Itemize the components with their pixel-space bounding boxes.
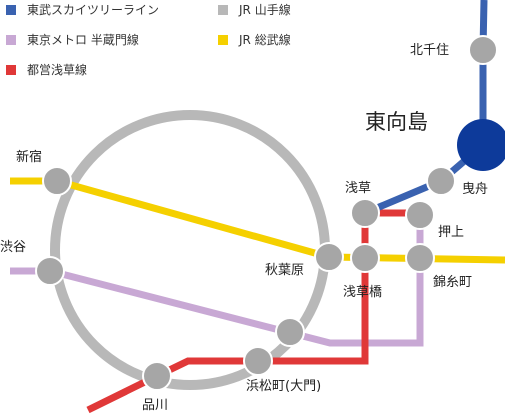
label-shinjuku: 新宿 bbox=[16, 150, 43, 165]
station-higashimukojima[interactable] bbox=[457, 119, 505, 171]
label-higashimukojima: 東向島 bbox=[365, 110, 428, 134]
station-shinagawa[interactable] bbox=[142, 361, 172, 391]
legend-swatch-tobu bbox=[6, 4, 16, 15]
label-asakusabashi: 浅草橋 bbox=[343, 285, 383, 300]
label-shinagawa: 品川 bbox=[142, 398, 169, 413]
legend-yamanote: JR 山手線 bbox=[218, 1, 291, 18]
legend-label-asakusa: 都営浅草線 bbox=[27, 63, 88, 77]
station-shibuya[interactable] bbox=[35, 256, 65, 286]
legend-swatch-sobu bbox=[218, 34, 228, 45]
label-oshiage: 押上 bbox=[438, 225, 465, 240]
station-hanzomon-loop[interactable] bbox=[275, 317, 305, 347]
legend-hanzomon: 東京メトロ 半蔵門線 bbox=[6, 31, 139, 48]
label-asakusa: 浅草 bbox=[345, 181, 372, 196]
legend-swatch-hanzomon bbox=[6, 34, 16, 45]
legend-asakusa: 都営浅草線 bbox=[6, 61, 87, 78]
legend-label-tobu: 東武スカイツリーライン bbox=[27, 3, 160, 17]
legend-label-hanzomon: 東京メトロ 半蔵門線 bbox=[27, 33, 139, 47]
label-shibuya: 渋谷 bbox=[0, 240, 27, 255]
station-oshiage[interactable] bbox=[405, 200, 435, 230]
station-hikifune[interactable] bbox=[426, 166, 456, 196]
station-asakusa[interactable] bbox=[350, 198, 380, 228]
station-kinshicho[interactable] bbox=[405, 243, 435, 273]
legend-tobu: 東武スカイツリーライン bbox=[6, 1, 159, 18]
station-hamamatsucho[interactable] bbox=[243, 346, 273, 376]
station-shinjuku[interactable] bbox=[42, 166, 72, 196]
legend-sobu: JR 総武線 bbox=[218, 31, 291, 48]
legend-label-sobu: JR 総武線 bbox=[239, 33, 291, 47]
label-kitasenju: 北千住 bbox=[410, 43, 450, 58]
label-kinshicho: 錦糸町 bbox=[433, 275, 473, 290]
station-kitasenju[interactable] bbox=[468, 35, 498, 65]
label-hamamatsucho: 浜松町(大門) bbox=[246, 379, 322, 394]
legend-swatch-asakusa bbox=[6, 64, 16, 75]
station-akihabara[interactable] bbox=[314, 242, 344, 272]
label-akihabara: 秋葉原 bbox=[265, 263, 305, 278]
legend-swatch-yamanote bbox=[218, 4, 228, 15]
label-hikifune: 曳舟 bbox=[462, 182, 489, 197]
legend-label-yamanote: JR 山手線 bbox=[239, 3, 291, 17]
station-asakusabashi[interactable] bbox=[350, 243, 380, 273]
